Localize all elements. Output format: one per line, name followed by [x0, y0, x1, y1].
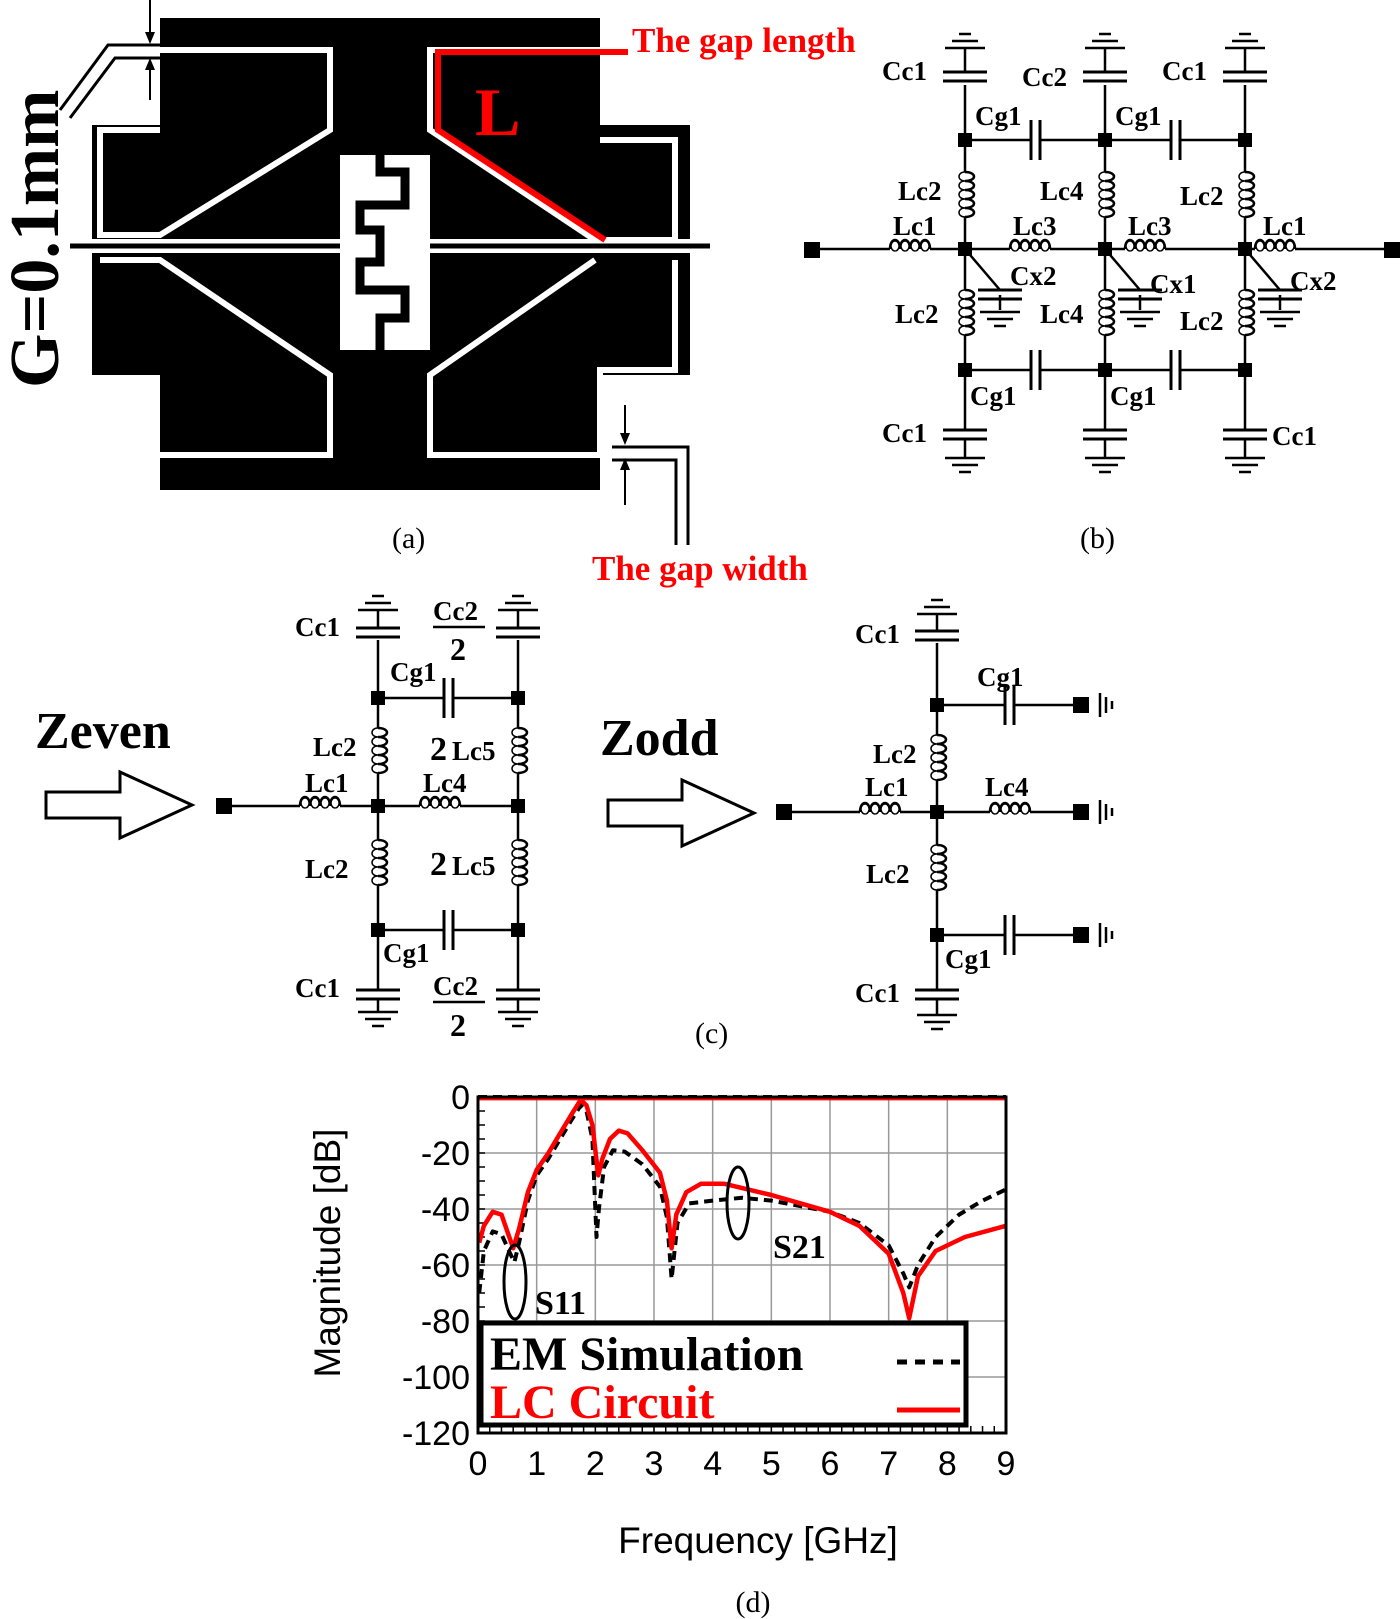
e-lc5-bot-mult: 2 [430, 846, 447, 883]
zeven-title: Zeven [35, 703, 171, 760]
interdigital-coupler [340, 155, 430, 350]
b-cg1-br: Cg1 [1110, 381, 1157, 411]
panel-a-caption: (a) [392, 522, 425, 555]
y-tick-label: -60 [421, 1247, 470, 1285]
o-lc1: Lc1 [865, 772, 909, 802]
e-lc5-top-mult: 2 [430, 731, 447, 768]
o-lc4: Lc4 [985, 772, 1029, 802]
b-lc2-tl: Lc2 [898, 176, 942, 206]
x-axis-label: Frequency [GHz] [618, 1520, 898, 1561]
gap-width-label: The gap width [592, 549, 808, 588]
e-cc2-bot-num: Cc2 [433, 971, 478, 1001]
y-tick-label: 0 [451, 1079, 470, 1117]
g-gap-indicator [58, 0, 160, 119]
x-tick-label: 9 [997, 1445, 1016, 1483]
x-tick-label: 2 [586, 1445, 605, 1483]
y-tick-label: -80 [421, 1303, 470, 1341]
y-tick-label: -40 [421, 1191, 470, 1229]
o-cc1-bot: Cc1 [855, 978, 900, 1008]
e-lc1: Lc1 [305, 768, 349, 798]
o-lc2-bot: Lc2 [866, 859, 910, 889]
x-tick-labels: 0 1 2 3 4 5 6 7 8 9 [469, 1445, 1016, 1483]
b-cc2-top: Cc2 [1022, 62, 1067, 92]
b-lc4-bot: Lc4 [1040, 299, 1084, 329]
b-cg1-tr: Cg1 [1115, 101, 1162, 131]
e-lc5-bot: Lc5 [452, 851, 496, 881]
plot-frame [476, 1095, 1008, 1435]
series-line-1 [477, 1097, 1007, 1321]
b-lc2-bl: Lc2 [895, 299, 939, 329]
e-lc2-top: Lc2 [313, 732, 357, 762]
b-lc3-l: Lc3 [1013, 211, 1057, 241]
legend-em-label: EM Simulation [490, 1328, 803, 1381]
series-line-0 [477, 1103, 1007, 1294]
b-lc2-br: Lc2 [1180, 306, 1224, 336]
b-cx1: Cx1 [1150, 269, 1197, 299]
e-cc2-top-num: Cc2 [433, 596, 478, 626]
b-cc1-br: Cc1 [1272, 421, 1317, 451]
x-tick-label: 0 [469, 1445, 488, 1483]
panel-a-layout: G=0.1mm L The gap length The gap width (… [0, 0, 856, 588]
s21-label: S21 [773, 1229, 826, 1266]
e-lc5-top: Lc5 [452, 736, 496, 766]
b-cc1-tr: Cc1 [1162, 56, 1207, 86]
y-tick-label: -20 [421, 1135, 470, 1173]
g-label: G=0.1mm [0, 90, 74, 388]
panel-b-circuit: Cc1 Cc2 Cc1 Cg1 Cg1 Lc2 Lc4 Lc2 Lc1 Lc3 … [804, 32, 1400, 555]
y-tick-label: -100 [402, 1359, 470, 1397]
b-cx2-r: Cx2 [1290, 266, 1337, 296]
x-tick-label: 4 [703, 1445, 722, 1483]
x-tick-label: 6 [821, 1445, 840, 1483]
b-lc1-l: Lc1 [893, 211, 937, 241]
o-cg1-top: Cg1 [977, 662, 1024, 692]
y-tick-labels: 0 -20 -40 -60 -80 -100 -120 [402, 1079, 470, 1453]
e-lc2-bot: Lc2 [305, 854, 349, 884]
b-cc1-tl: Cc1 [882, 56, 927, 86]
x-tick-label: 7 [879, 1445, 898, 1483]
e-cc2-top-den: 2 [450, 631, 466, 667]
e-cc1-top: Cc1 [295, 612, 340, 642]
b-lc1-r: Lc1 [1263, 211, 1307, 241]
x-tick-label: 1 [527, 1445, 546, 1483]
zeven-arrow [44, 769, 196, 841]
e-cc1-bot: Cc1 [295, 973, 340, 1003]
b-lc2-tr: Lc2 [1180, 181, 1224, 211]
panel-c-odd-circuit: Zodd Cc1 Cg1 Lc2 Lc1 Lc4 Lc [600, 598, 1114, 1031]
y-tick-label: -120 [402, 1415, 470, 1453]
zodd-arrow [606, 777, 758, 849]
legend-lc-label: LC Circuit [490, 1376, 714, 1429]
e-cg1-bot: Cg1 [383, 938, 430, 968]
panel-b-caption: (b) [1080, 522, 1115, 555]
panel-c-even-circuit: Zeven Cc1 [35, 594, 542, 1043]
e-lc4: Lc4 [423, 768, 467, 798]
o-cc1-top: Cc1 [855, 619, 900, 649]
s11-ellipse [502, 1243, 528, 1321]
x-tick-label: 8 [938, 1445, 957, 1483]
e-cc2-bot-den: 2 [450, 1007, 466, 1043]
l-label: L [475, 74, 520, 150]
s11-label: S11 [535, 1285, 586, 1322]
x-tick-label: 3 [645, 1445, 664, 1483]
gap-width-indicator [612, 405, 690, 545]
y-axis-label: Magnitude [dB] [307, 1129, 348, 1378]
x-tick-label: 5 [762, 1445, 781, 1483]
s21-ellipse [725, 1165, 751, 1241]
b-cx2-l: Cx2 [1010, 261, 1057, 291]
e-cg1-top: Cg1 [390, 657, 437, 687]
chart-legend: EM Simulation LC Circuit [478, 1320, 969, 1429]
panel-d-caption: (d) [736, 1586, 771, 1619]
b-cc1-bl: Cc1 [882, 418, 927, 448]
gap-length-label: The gap length [632, 21, 856, 60]
zodd-title: Zodd [600, 710, 719, 767]
gap-length-marker [435, 49, 628, 243]
b-lc4-top: Lc4 [1040, 176, 1084, 206]
b-lc3-r: Lc3 [1128, 211, 1172, 241]
b-cg1-bl: Cg1 [970, 381, 1017, 411]
panel-c-caption: (c) [695, 1017, 728, 1050]
o-lc2-top: Lc2 [873, 739, 917, 769]
panel-d-chart: 0 -20 -40 -60 -80 -100 -120 0 1 2 3 4 5 6 7 8 9 S11 S21… [307, 1079, 1015, 1619]
b-cg1-tl: Cg1 [975, 101, 1022, 131]
o-cg1-bot: Cg1 [945, 944, 992, 974]
